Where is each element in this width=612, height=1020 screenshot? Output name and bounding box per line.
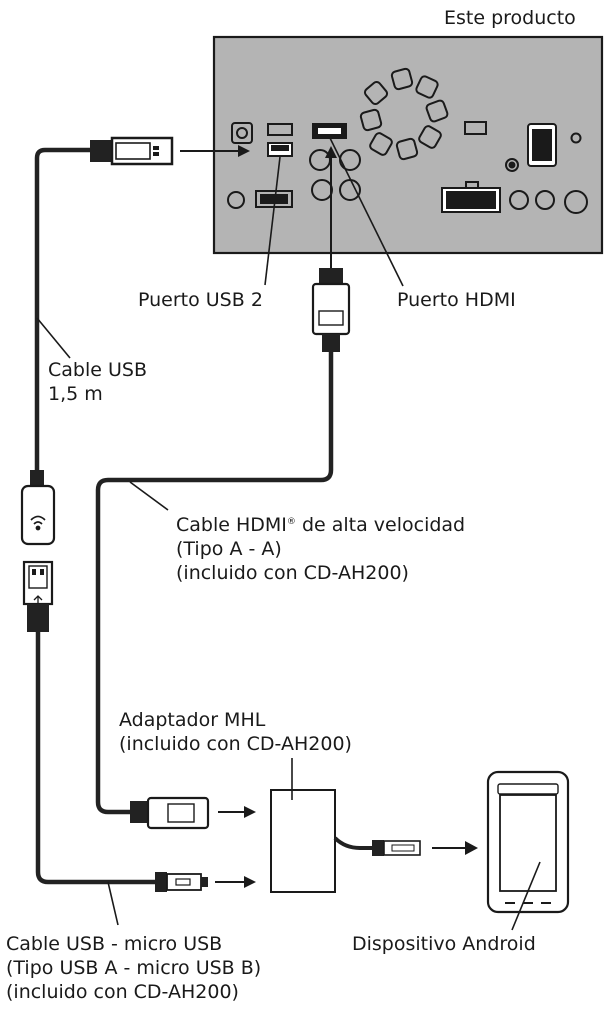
product-label: Este producto <box>444 7 576 29</box>
registered-mark: ® <box>286 517 296 527</box>
android-device-label: Dispositivo Android <box>352 933 536 955</box>
hdmi-port-label: Puerto HDMI <box>397 289 516 311</box>
hdmi-cable-name: Cable HDMI <box>176 514 287 536</box>
port-bracket <box>464 121 487 135</box>
fan-vent <box>359 67 449 161</box>
hdmi-cable <box>95 146 351 830</box>
hdmi-cable-label: Cable HDMI® de alta velocidad (Tipo A - … <box>176 510 465 585</box>
micro-usb-cable-label-line1: Cable USB - micro USB <box>6 933 223 955</box>
callout-lines <box>264 137 404 287</box>
mhl-adapter-label-line2: (incluido con CD-AH200) <box>119 733 352 755</box>
hdmi-cable-label-line3: (incluido con CD-AH200) <box>176 562 409 584</box>
usb-a-plug-body <box>90 140 112 162</box>
usb-port-1 <box>267 123 293 136</box>
wireless-icon <box>30 515 46 531</box>
hdmi-cable-label-line2: (Tipo A - A) <box>176 538 282 560</box>
mhl-adapter <box>270 758 478 893</box>
usb-cable-label-line2: 1,5 m <box>48 383 103 405</box>
usb-port-label: Puerto USB 2 <box>138 289 263 311</box>
hdmi-cable-label-line1: Cable HDMI® de alta velocidad <box>176 510 465 537</box>
mhl-adapter-label-line1: Adaptador MHL <box>119 709 266 731</box>
micro-usb-cable-label-line2: (Tipo USB A - micro USB B) <box>6 957 262 979</box>
usb-cable-label: Cable USB 1,5 m <box>48 358 147 406</box>
head-unit-rear-panel <box>212 35 604 287</box>
hdmi-plug-top <box>311 282 351 336</box>
mhl-adapter-label: Adaptador MHL (incluido con CD-AH200) <box>119 708 352 756</box>
usb-trident-icon <box>33 595 43 604</box>
usb-receiver-connector <box>20 484 56 546</box>
android-phone <box>486 770 570 931</box>
micro-usb-cable-label-line3: (incluido con CD-AH200) <box>6 981 239 1003</box>
phone-screen <box>499 794 557 892</box>
micro-usb-cable-label: Cable USB - micro USB (Tipo USB A - micr… <box>6 932 261 1004</box>
usb-cable-1-5m <box>20 136 250 632</box>
usb-micro-usb-cable <box>35 632 256 926</box>
aux-jack <box>231 122 253 144</box>
hdmi-cable-speed: de alta velocidad <box>295 514 466 536</box>
usb-cable-label-line1: Cable USB <box>48 359 147 381</box>
